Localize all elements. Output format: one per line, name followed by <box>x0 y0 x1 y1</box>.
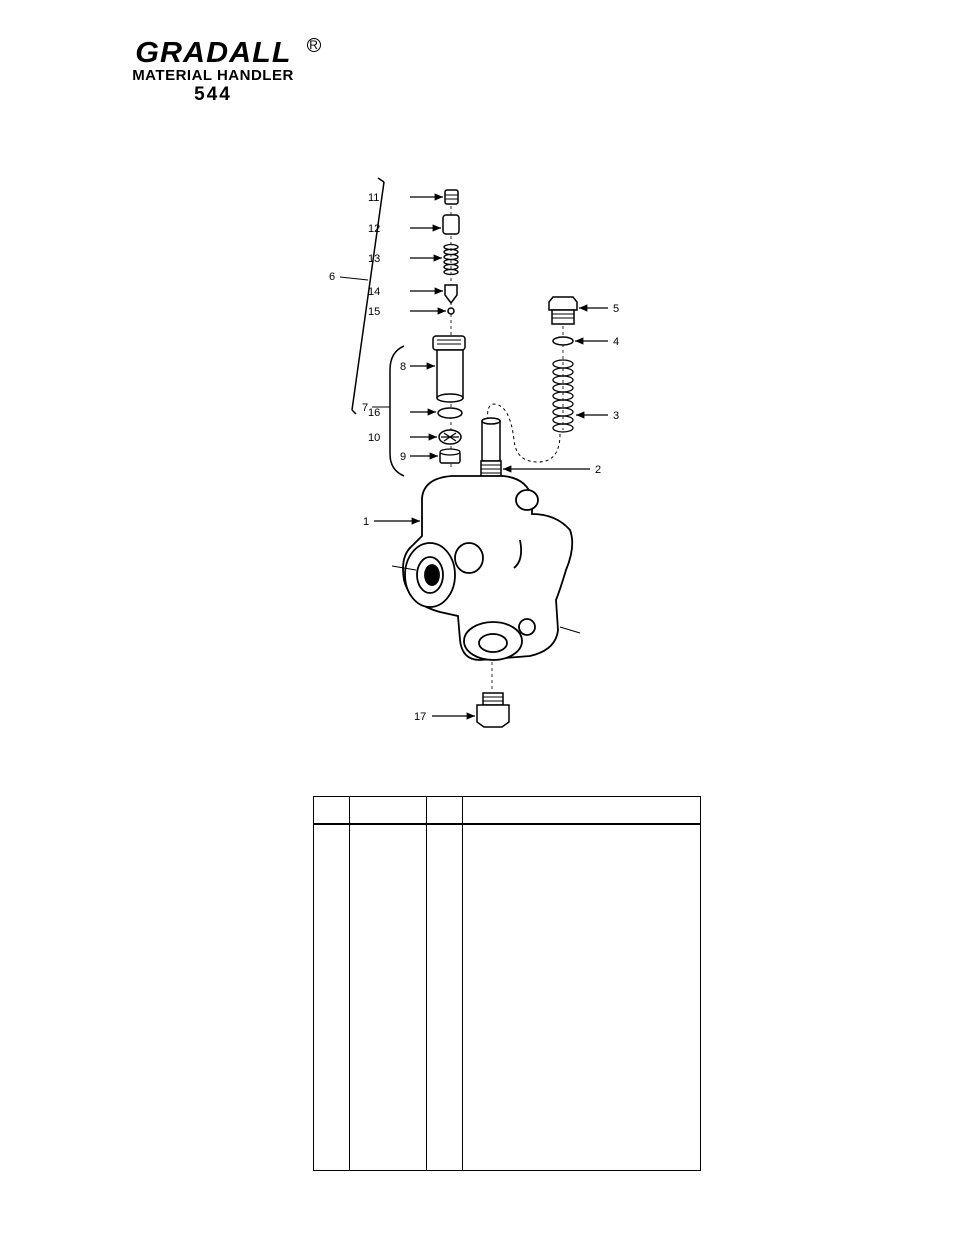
part-16-shape <box>437 407 463 419</box>
callout-3: 3 <box>613 410 619 422</box>
callout-1: 1 <box>363 516 369 528</box>
callout-2: 2 <box>595 464 601 476</box>
part-11-shape <box>444 189 459 205</box>
callout-11: 11 <box>368 192 379 204</box>
model-number: 544 <box>194 84 232 105</box>
part-12-shape <box>442 214 460 235</box>
product-subtitle: MATERIAL HANDLER <box>132 67 294 84</box>
callout-15: 15 <box>368 306 380 318</box>
callout-8: 8 <box>400 361 406 373</box>
callout-13: 13 <box>368 253 380 265</box>
part-17-shape <box>476 692 510 728</box>
callout-9: 9 <box>400 451 406 463</box>
brand-header: GRADALL R MATERIAL HANDLER 544 <box>108 37 321 106</box>
part-15-shape <box>447 307 455 315</box>
part-8-shape <box>432 335 466 403</box>
part-14-shape <box>444 284 458 305</box>
part-9-shape <box>439 448 461 464</box>
registered-mark-icon: R <box>306 38 321 52</box>
callout-10: 10 <box>368 432 380 444</box>
part-2-shape <box>480 417 502 478</box>
callout-4: 4 <box>613 336 619 348</box>
column-divider <box>426 797 427 1170</box>
part-1-shape <box>402 475 574 661</box>
table-header-row <box>314 797 700 825</box>
column-divider <box>462 797 463 1170</box>
parts-list-table <box>313 796 701 1171</box>
part-3-shape <box>552 359 574 433</box>
part-13-shape <box>443 243 459 276</box>
callout-12: 12 <box>368 223 380 235</box>
callout-17: 17 <box>414 711 426 723</box>
callout-7: 7 <box>362 402 368 414</box>
part-5-shape <box>548 296 578 325</box>
exploded-parts-diagram: 11 12 13 14 15 8 16 10 9 6 7 5 4 3 2 1 1… <box>329 177 619 728</box>
callout-16: 16 <box>368 407 380 419</box>
callout-14: 14 <box>368 286 380 298</box>
part-4-shape <box>552 336 574 346</box>
callout-5: 5 <box>613 303 619 315</box>
brand-logo: GRADALL <box>134 37 292 69</box>
callout-6: 6 <box>329 271 335 283</box>
column-divider <box>349 797 350 1170</box>
part-10-shape <box>438 429 462 445</box>
